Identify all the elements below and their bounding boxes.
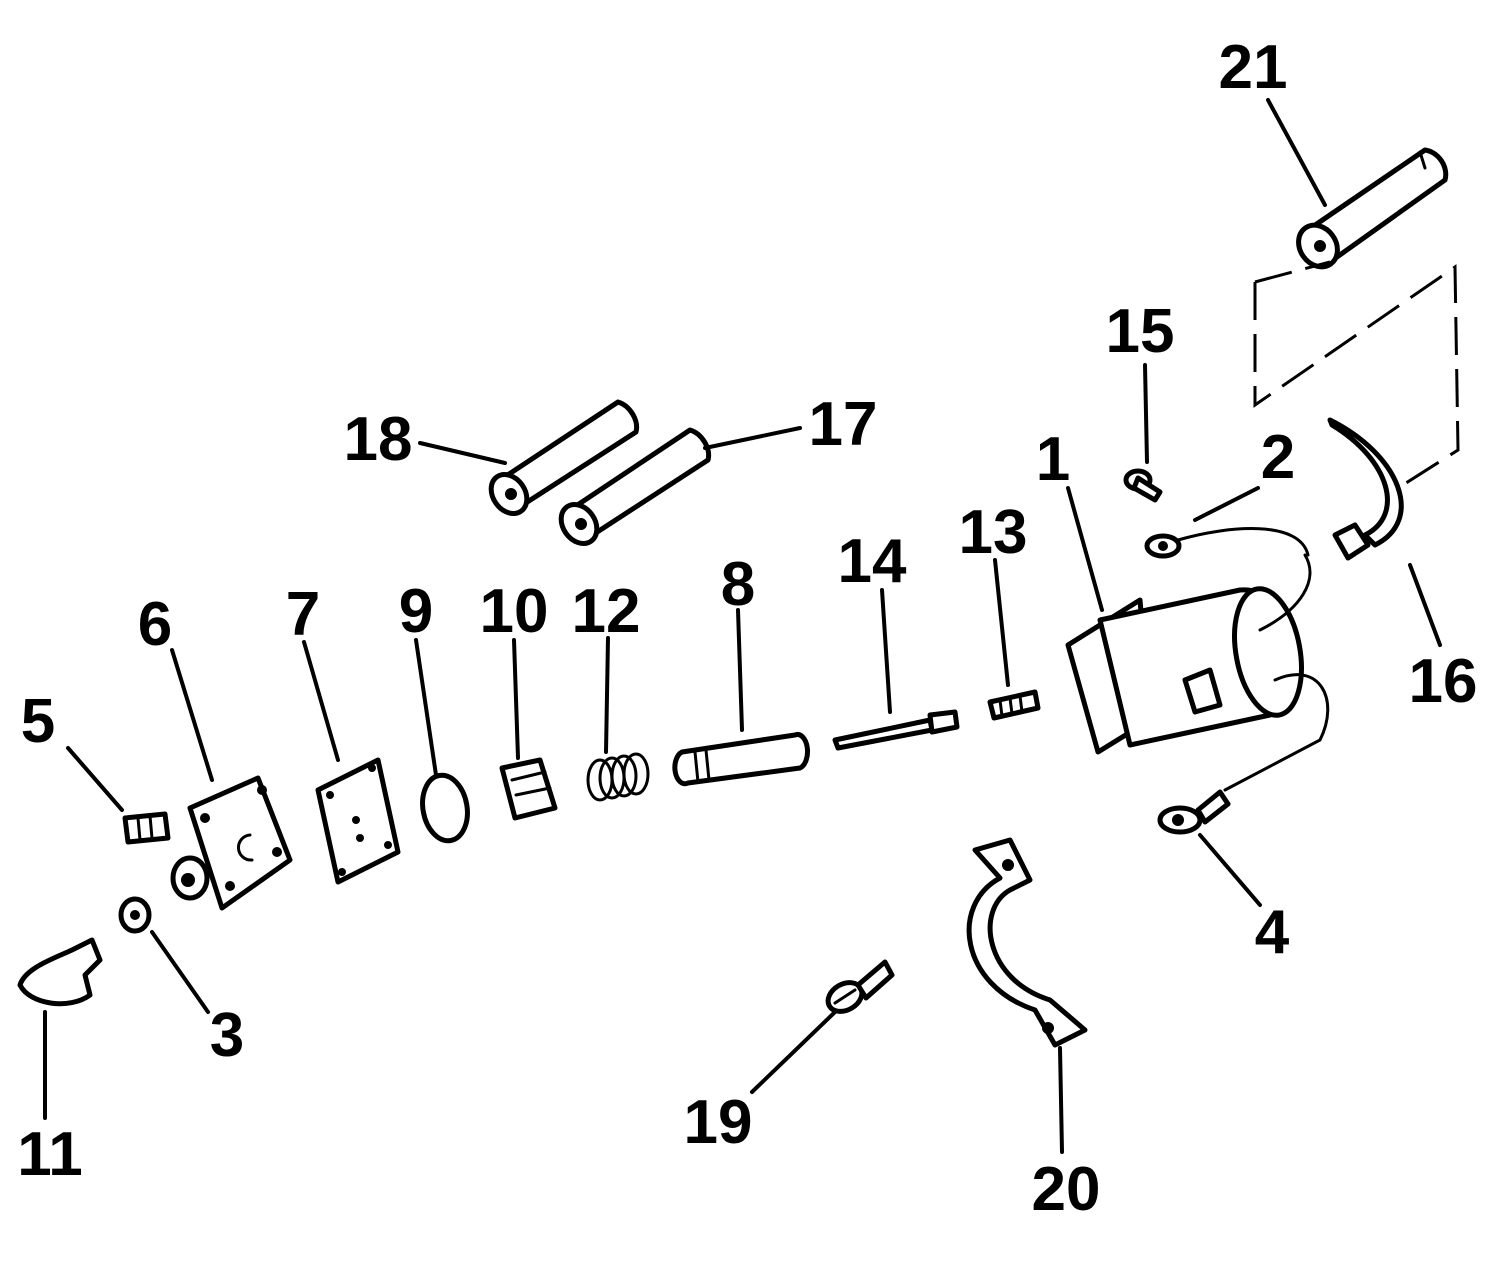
part-21-sleeve [1296, 147, 1449, 270]
callout-21: 21 [1219, 33, 1288, 102]
part-7-gasket [315, 757, 401, 885]
part-2-terminal [1144, 527, 1310, 559]
leader-14 [880, 588, 892, 714]
part-13-spring [987, 689, 1041, 721]
part-4-ring-terminal [1157, 789, 1231, 835]
part-16-clip [1327, 417, 1404, 561]
leader-21 [1266, 98, 1327, 207]
assembly-dashed-guide [1253, 260, 1460, 492]
callout-15: 15 [1106, 297, 1175, 366]
part-19-screw [825, 959, 895, 1014]
part-9-disc [420, 772, 470, 844]
leader-9 [414, 638, 438, 777]
callout-4: 4 [1255, 898, 1290, 967]
leader-13 [993, 558, 1010, 687]
part-12-spring [586, 752, 650, 802]
callout-2: 2 [1261, 423, 1295, 492]
callout-14: 14 [838, 527, 907, 596]
leader-6 [170, 648, 214, 782]
leader-8 [736, 608, 744, 732]
callout-1: 1 [1036, 425, 1070, 494]
part-5-screw [122, 811, 171, 845]
callout-9: 9 [399, 577, 433, 646]
part-20-clamp [966, 837, 1088, 1048]
callout-13: 13 [959, 498, 1028, 567]
part-1-solenoid [1065, 553, 1330, 792]
callout-11: 11 [17, 1120, 83, 1189]
leader-1 [1066, 486, 1104, 612]
part-17-sleeve [558, 427, 712, 546]
leader-17 [703, 426, 802, 450]
leader-20 [1058, 1046, 1064, 1154]
part-15-screw [1123, 468, 1163, 503]
callout-5: 5 [21, 687, 55, 756]
callout-17: 17 [809, 390, 878, 459]
callout-12: 12 [572, 577, 641, 646]
callout-16: 16 [1409, 647, 1478, 716]
callouts: 1 2 3 4 5 6 7 8 9 10 11 12 13 14 15 16 1… [17, 33, 1477, 1224]
callout-18: 18 [344, 405, 413, 474]
leader-lines [43, 98, 1442, 1154]
part-18-sleeve [488, 399, 640, 516]
leader-18 [418, 441, 507, 465]
callout-19: 19 [684, 1088, 753, 1157]
leader-7 [302, 640, 340, 762]
part-6-cover [170, 775, 293, 911]
leader-19 [750, 1010, 837, 1094]
part-3-washer [118, 896, 152, 934]
leader-10 [512, 638, 520, 760]
part-11-fitting [17, 937, 103, 1007]
part-14-needle [832, 709, 960, 751]
part-8-plunger [672, 731, 811, 787]
leader-5 [66, 746, 124, 812]
leader-16 [1408, 563, 1442, 647]
leader-15 [1143, 363, 1149, 464]
callout-3: 3 [210, 1001, 244, 1070]
callout-20: 20 [1032, 1155, 1101, 1224]
leader-2 [1193, 486, 1260, 522]
callout-7: 7 [286, 580, 320, 649]
callout-10: 10 [480, 577, 549, 646]
leader-4 [1198, 833, 1262, 907]
leader-12 [604, 636, 610, 754]
leader-3 [150, 930, 210, 1014]
part-10-nut [499, 757, 558, 821]
callout-6: 6 [138, 590, 172, 659]
callout-8: 8 [721, 550, 755, 619]
